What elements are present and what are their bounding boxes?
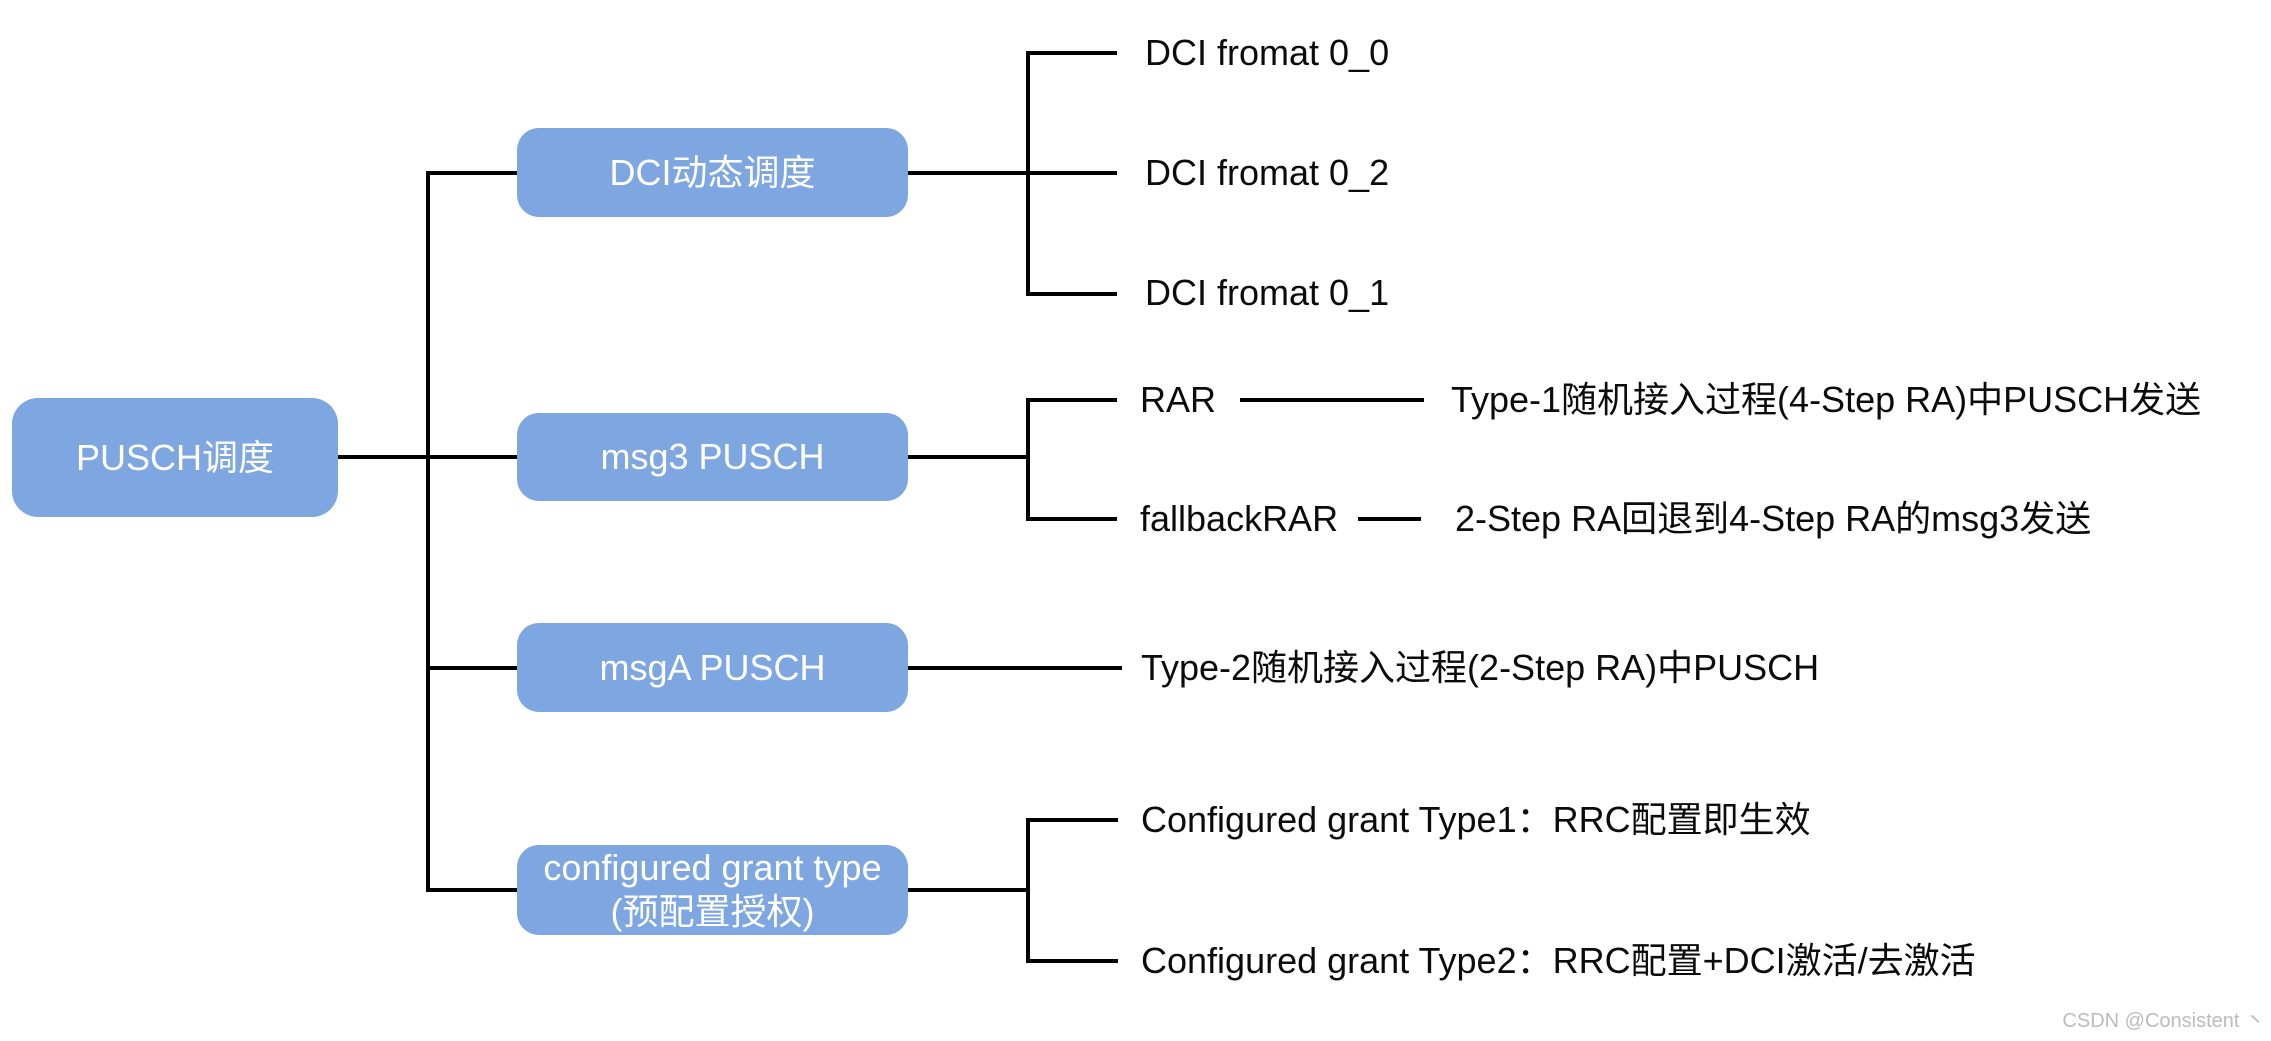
- connector-msga-out: [908, 666, 1122, 670]
- node-configured-grant-label: configured grant type (预配置授权): [543, 846, 881, 934]
- leaf-dci-format-0-0: DCI fromat 0_0: [1145, 32, 1390, 73]
- connector-trunk-to-configured: [426, 888, 517, 892]
- connector-dci-stub-1: [1026, 171, 1117, 175]
- node-pusch-root-label: PUSCH调度: [75, 436, 275, 478]
- node-msga-pusch: msgA PUSCH: [517, 623, 908, 712]
- leaf-configured-grant-type2: Configured grant Type2：RRC配置+DCI激活/去激活: [1141, 940, 1976, 981]
- node-dci-dynamic-scheduling-label: DCI动态调度: [609, 151, 816, 193]
- connector-fallbackrar-note-line: [1358, 517, 1421, 521]
- leaf-fallbackrar: fallbackRAR: [1140, 498, 1339, 539]
- node-configured-grant-label-line1: configured grant type: [543, 847, 882, 888]
- connector-dci-stub-2: [1026, 292, 1117, 296]
- csdn-watermark: CSDN @Consistent 丶: [2062, 1010, 2265, 1032]
- connector-fallbackrar-stub: [1026, 517, 1117, 521]
- node-configured-grant-label-line2: (预配置授权): [610, 891, 815, 932]
- node-msg3-pusch: msg3 PUSCH: [517, 413, 908, 501]
- connector-dci-stub-0: [1026, 51, 1117, 55]
- connector-trunk-to-dci: [426, 171, 517, 175]
- connector-msg3-vertical: [1026, 398, 1030, 521]
- connector-trunk-vertical: [426, 171, 430, 892]
- connector-trunk-to-msga: [426, 666, 517, 670]
- connector-cg-type1-stub: [1026, 818, 1118, 822]
- connector-configured-out: [908, 888, 1030, 892]
- leaf-dci-format-0-2: DCI fromat 0_2: [1145, 152, 1390, 193]
- leaf-msga-note: Type-2随机接入过程(2-Step RA)中PUSCH: [1141, 647, 1820, 688]
- connector-dci-out: [908, 171, 1030, 175]
- connector-msg3-out: [908, 455, 1030, 459]
- node-msg3-pusch-label: msg3 PUSCH: [600, 436, 825, 477]
- connector-configured-vertical: [1026, 818, 1030, 963]
- node-dci-dynamic-scheduling: DCI动态调度: [517, 128, 908, 217]
- node-configured-grant: configured grant type (预配置授权): [517, 845, 908, 935]
- leaf-fallbackrar-note: 2-Step RA回退到4-Step RA的msg3发送: [1455, 498, 2092, 539]
- connector-rar-note-line: [1240, 398, 1424, 402]
- leaf-rar-note: Type-1随机接入过程(4-Step RA)中PUSCH发送: [1451, 379, 2202, 420]
- connector-rar-stub: [1026, 398, 1117, 402]
- node-msga-pusch-label: msgA PUSCH: [599, 646, 826, 688]
- leaf-rar: RAR: [1140, 379, 1217, 420]
- leaf-configured-grant-type1: Configured grant Type1：RRC配置即生效: [1141, 799, 1811, 840]
- connector-cg-type2-stub: [1026, 959, 1118, 963]
- node-pusch-root: PUSCH调度: [12, 398, 338, 517]
- leaf-dci-format-0-1: DCI fromat 0_1: [1145, 272, 1390, 313]
